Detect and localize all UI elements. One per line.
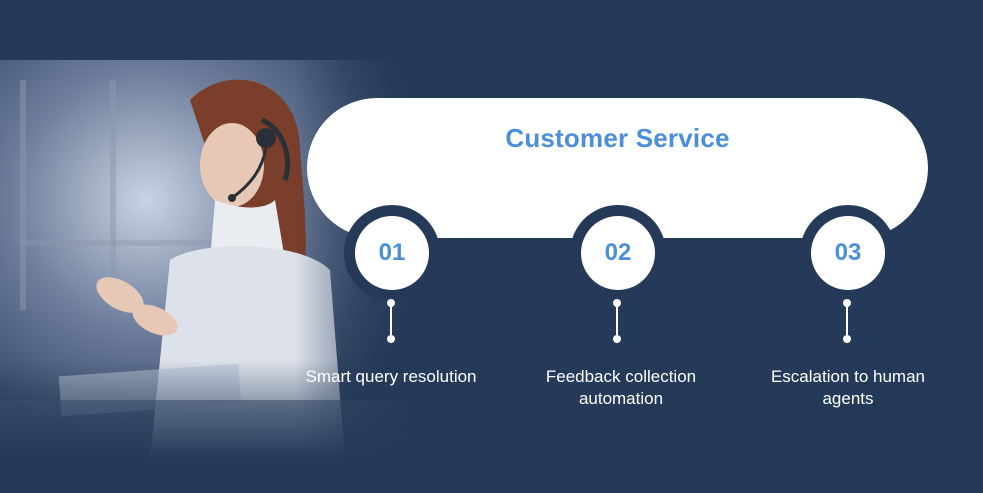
connector-dot-top-1 [387,299,395,307]
connector-dot-bottom-3 [843,335,851,343]
step-circle-3: 03 [800,205,896,301]
step-label-1: Smart query resolution [305,367,477,386]
connector-line-2 [616,305,618,337]
connector-line-1 [390,305,392,337]
connector-dot-bottom-2 [613,335,621,343]
connector-line-3 [846,305,848,337]
step-circle-1: 01 [344,205,440,301]
connector-dot-bottom-1 [387,335,395,343]
connector-dot-top-3 [843,299,851,307]
connector-dot-top-2 [613,299,621,307]
step-circle-2: 02 [570,205,666,301]
step-label-3: Escalation to human agents [770,367,926,408]
step-number-1: 01 [355,216,429,290]
page-title: Customer Service [505,122,730,153]
step-number-3: 03 [811,216,885,290]
step-number-2: 02 [581,216,655,290]
step-label-2: Feedback collection automation [545,367,697,408]
